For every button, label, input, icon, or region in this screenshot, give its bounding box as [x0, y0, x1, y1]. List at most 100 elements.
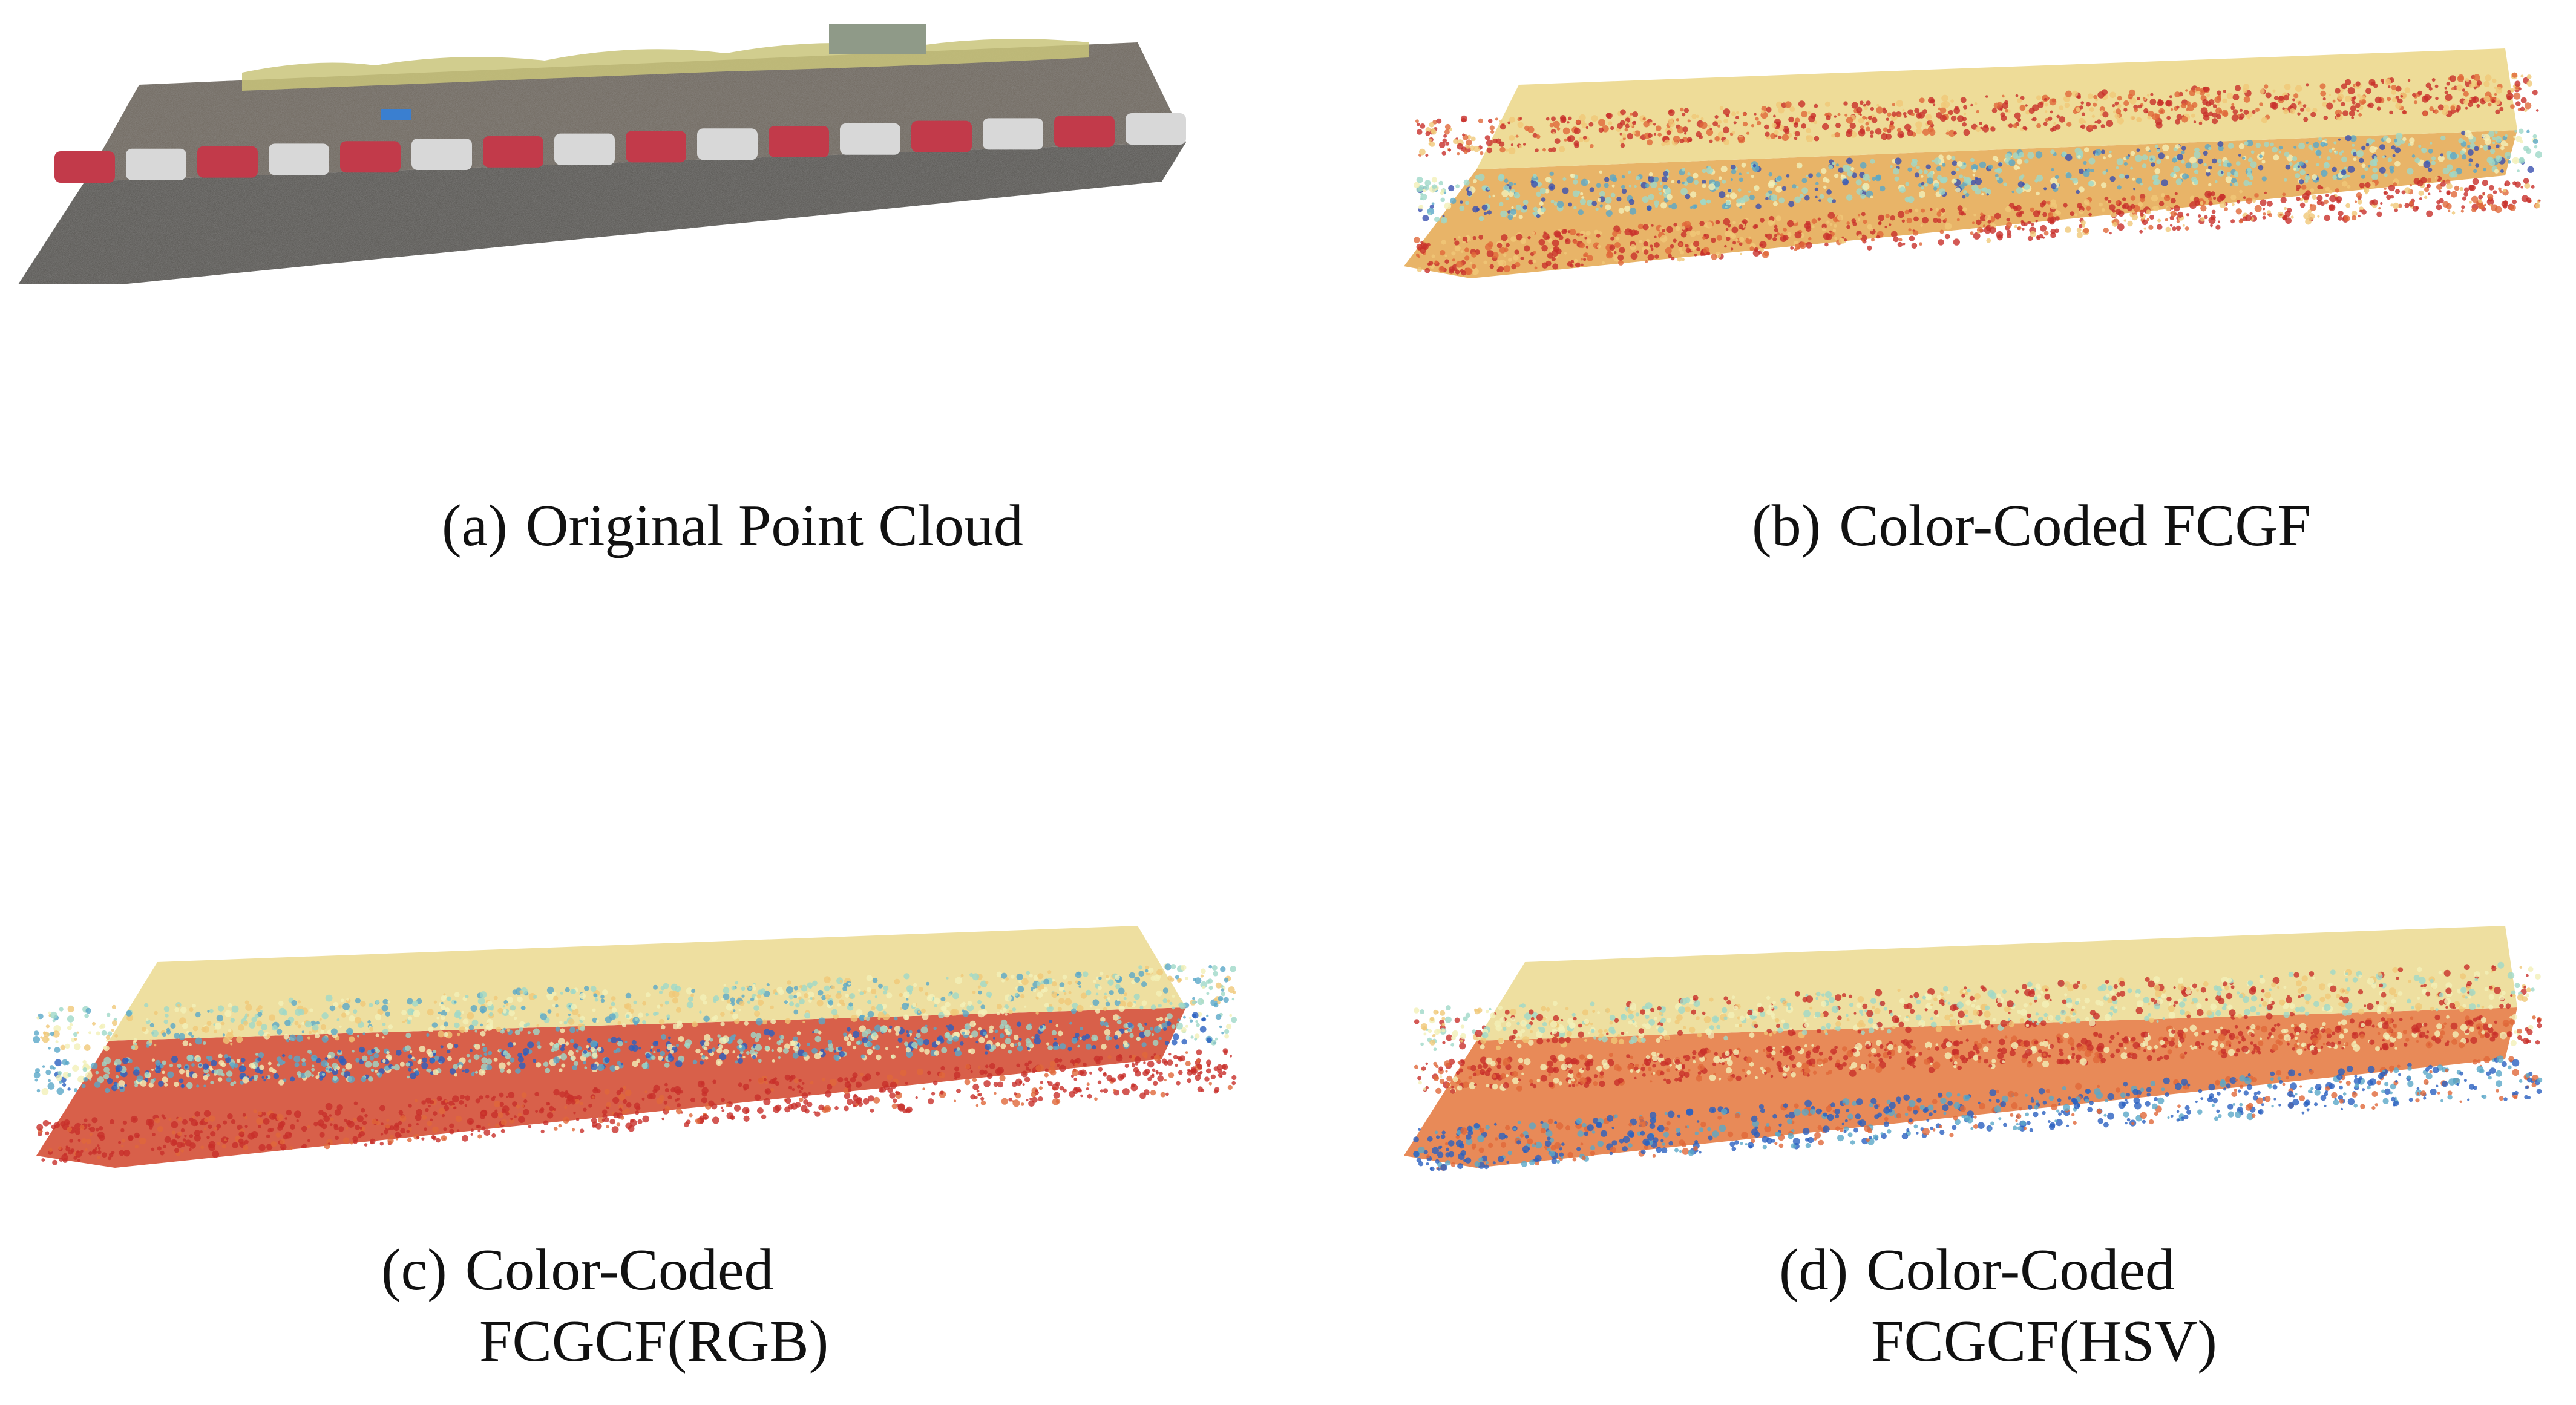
- cloud-point: [1486, 147, 1493, 154]
- cloud-point: [471, 1128, 474, 1132]
- cloud-point: [2483, 145, 2489, 151]
- cloud-point: [1863, 220, 1867, 224]
- cloud-point: [2105, 169, 2108, 172]
- cloud-point: [559, 1068, 563, 1072]
- cloud-point: [230, 1018, 235, 1023]
- cloud-point: [1857, 234, 1863, 239]
- cloud-point: [1545, 117, 1550, 121]
- cloud-point: [307, 1049, 312, 1054]
- cloud-point: [845, 994, 850, 998]
- cloud-point: [455, 1115, 462, 1122]
- cloud-point: [690, 1097, 695, 1102]
- cloud-point: [2218, 163, 2222, 167]
- cloud-point: [1595, 208, 1599, 211]
- cloud-point: [1143, 1061, 1146, 1064]
- cloud-point: [1865, 117, 1868, 120]
- cloud-point: [1077, 971, 1081, 975]
- cloud-point: [2061, 151, 2067, 157]
- cloud-point: [1985, 95, 1988, 98]
- cloud-point: [375, 1033, 379, 1037]
- cloud-point: [386, 1050, 390, 1055]
- cloud-point: [2156, 159, 2161, 165]
- cloud-point: [791, 1088, 795, 1092]
- cloud-point: [592, 1087, 598, 1094]
- cloud-point: [487, 1023, 494, 1030]
- cloud-point: [956, 1089, 961, 1093]
- cloud-point: [330, 1028, 338, 1035]
- cloud-point: [2412, 93, 2416, 97]
- cloud-point: [433, 1053, 436, 1056]
- cloud-point: [202, 1063, 209, 1070]
- cloud-point: [571, 1004, 577, 1010]
- cloud-point: [1826, 220, 1830, 224]
- cloud-point: [2117, 117, 2124, 125]
- cloud-point: [1219, 1025, 1222, 1029]
- cloud-point: [1871, 117, 1878, 123]
- cloud-point: [311, 1054, 318, 1061]
- cloud-point: [638, 1047, 641, 1050]
- cloud-point: [1519, 145, 1522, 148]
- cloud-point: [1163, 1027, 1167, 1031]
- cloud-point: [298, 1000, 301, 1004]
- cloud-point: [1172, 1006, 1175, 1010]
- cloud-point: [1742, 112, 1746, 116]
- cloud-point: [1194, 1037, 1198, 1041]
- cloud-point: [203, 1084, 206, 1087]
- cloud-point: [2491, 204, 2498, 211]
- cloud-point: [1671, 203, 1677, 210]
- cloud-point: [738, 1082, 742, 1087]
- cloud-point: [1104, 1021, 1109, 1026]
- cloud-point: [1070, 1008, 1077, 1014]
- cloud-point: [1818, 199, 1821, 202]
- cloud-point: [123, 1084, 127, 1087]
- cloud-point: [994, 1029, 998, 1033]
- cloud-point: [1826, 115, 1831, 120]
- cloud-point: [2283, 94, 2289, 101]
- cloud-point: [1725, 205, 1728, 208]
- cloud-point: [2295, 173, 2301, 178]
- cloud-point: [1492, 194, 1495, 198]
- cloud-point: [498, 1062, 506, 1070]
- cloud-point: [1654, 235, 1657, 238]
- cloud-point: [1696, 231, 1700, 235]
- cloud-point: [814, 1029, 819, 1034]
- cloud-point: [799, 984, 803, 989]
- cloud-point: [2125, 174, 2129, 179]
- cloud-point: [1907, 196, 1915, 203]
- cloud-point: [1901, 219, 1905, 223]
- cloud-point: [964, 1079, 971, 1086]
- cloud-point: [986, 1073, 993, 1079]
- cloud-point: [1648, 176, 1651, 179]
- cloud-point: [2496, 144, 2500, 148]
- cloud-point: [1730, 178, 1733, 182]
- cloud-point: [59, 1007, 64, 1012]
- cloud-point: [1473, 146, 1480, 152]
- cloud-point: [2088, 212, 2092, 217]
- cloud-point: [381, 1122, 384, 1125]
- cloud-point: [1586, 238, 1592, 244]
- cloud-point: [483, 1052, 488, 1056]
- cloud-point: [989, 1025, 994, 1030]
- cloud-point: [1677, 180, 1681, 184]
- cloud-point: [2036, 235, 2040, 239]
- cloud-point: [189, 1117, 194, 1122]
- cloud-point: [1922, 128, 1930, 136]
- cloud-point: [1471, 264, 1476, 269]
- cloud-point: [802, 1052, 808, 1057]
- cloud-point: [2158, 152, 2165, 159]
- cloud-point: [1982, 224, 1986, 228]
- cloud-point: [692, 1059, 698, 1064]
- cloud-point: [69, 1138, 74, 1143]
- cloud-point: [1822, 123, 1829, 131]
- cloud-point: [333, 1068, 337, 1072]
- cloud-point: [1145, 965, 1149, 970]
- cloud-point: [1417, 129, 1423, 135]
- cloud-point: [1520, 238, 1527, 244]
- cloud-point: [467, 1012, 474, 1020]
- cloud-point: [1113, 1089, 1116, 1092]
- cloud-point: [2407, 79, 2411, 82]
- cloud-point: [2175, 225, 2181, 231]
- cloud-point: [1134, 977, 1141, 983]
- barrier-block: [911, 120, 972, 152]
- cloud-point: [2282, 192, 2286, 197]
